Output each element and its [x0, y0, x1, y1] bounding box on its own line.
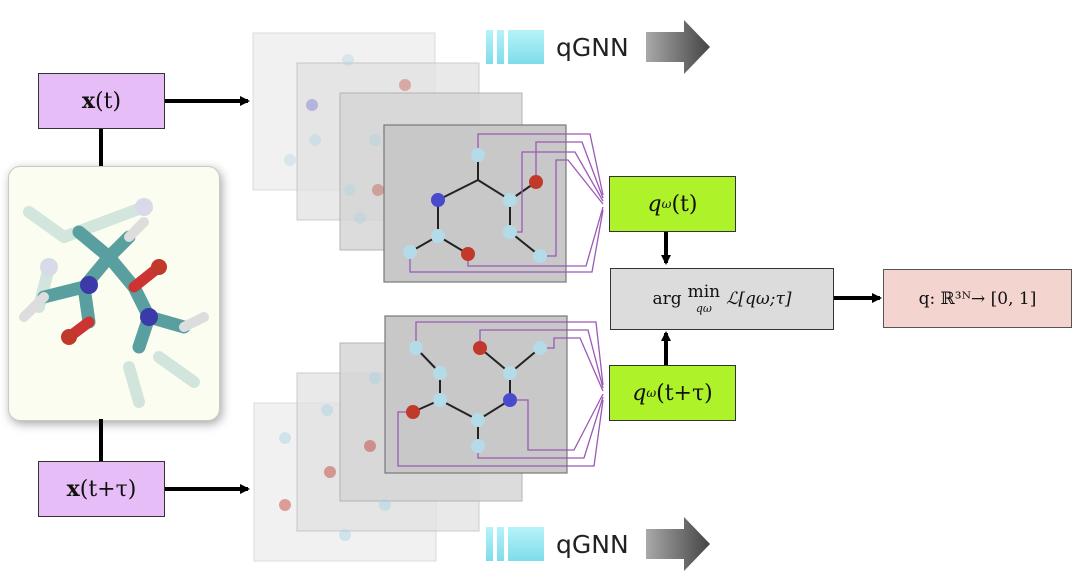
input-x-t: x(t) — [38, 73, 165, 129]
qgnn-top-bars — [486, 30, 544, 64]
input-x-t-tau-symbol: x — [66, 476, 80, 502]
qgnn-top-arrow — [646, 20, 710, 74]
objective-min-sub: qω — [695, 302, 712, 315]
objective-box: arg min qω ℒ[qω;τ] — [610, 268, 834, 330]
objective-arg: arg — [652, 289, 682, 309]
qgnn-bottom-label: qGNN — [556, 529, 629, 559]
q-omega-t-tau-q: q — [632, 380, 647, 406]
output-mapping: q: ℝ³ᴺ→ [0, 1] — [918, 288, 1037, 309]
q-omega-t-arg: (t) — [671, 191, 698, 217]
qgnn-top: qGNN — [486, 30, 639, 64]
q-omega-t-tau-arg: (t+τ) — [656, 380, 713, 406]
q-omega-t-tau-sub: ω — [646, 386, 657, 400]
input-x-t-arg: (t) — [95, 88, 122, 114]
objective-loss: ℒ[qω;τ] — [726, 289, 792, 309]
input-x-t-tau: x(t+τ) — [38, 461, 165, 517]
input-x-t-tau-arg: (t+τ) — [79, 476, 137, 502]
graph-stack-top — [252, 32, 604, 283]
output-box: q: ℝ³ᴺ→ [0, 1] — [883, 269, 1072, 328]
qgnn-top-label: qGNN — [556, 32, 629, 62]
graph-stack-bottom — [253, 315, 604, 562]
input-x-t-symbol: x — [81, 88, 96, 114]
qgnn-bottom: qGNN — [486, 527, 639, 561]
q-omega-t-q: q — [647, 191, 662, 217]
q-omega-t-sub: ω — [661, 197, 672, 211]
molecule-rendering — [8, 166, 220, 421]
objective-min: min — [687, 282, 721, 302]
objective-expression: arg min qω ℒ[qω;τ] — [652, 282, 792, 315]
qgnn-bottom-arrow — [646, 517, 710, 571]
qgnn-bottom-bars — [486, 527, 544, 561]
molecule-image — [19, 198, 209, 408]
